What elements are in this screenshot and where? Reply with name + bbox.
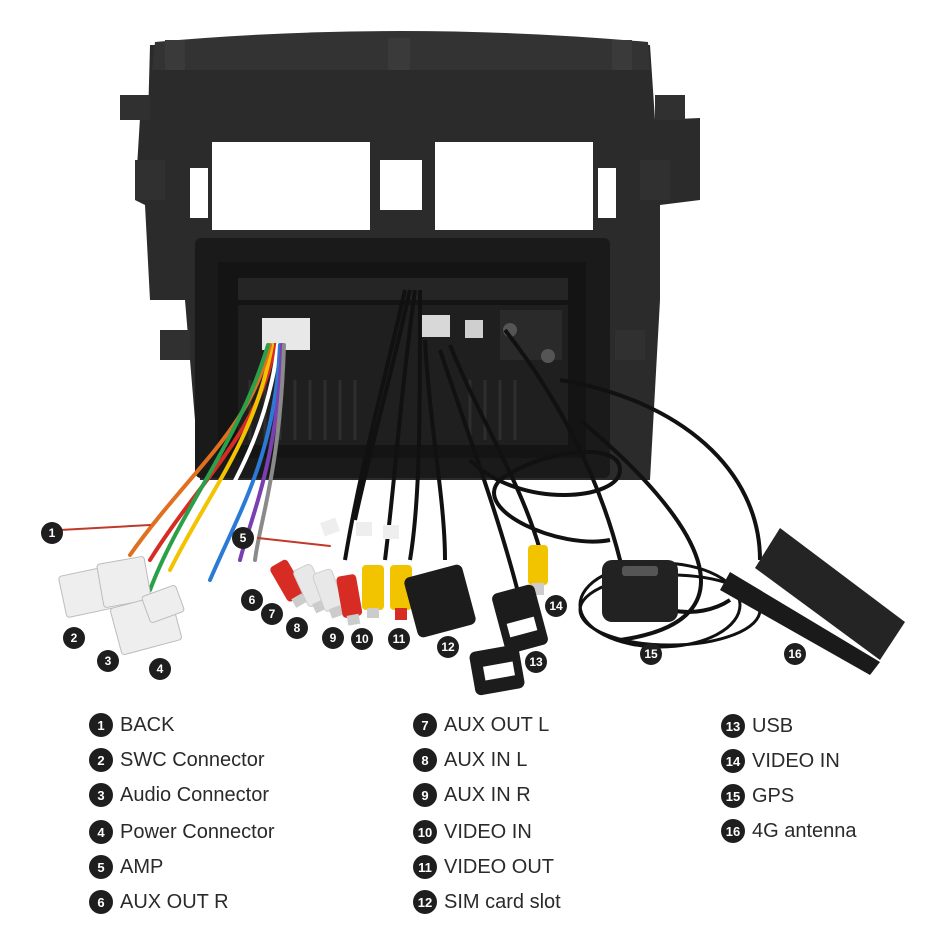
harness-connectors bbox=[58, 556, 185, 656]
callout-badge: 4 bbox=[149, 658, 171, 680]
callout-badge: 9 bbox=[322, 627, 344, 649]
legend-item: 12 SIM card slot bbox=[413, 888, 561, 916]
legend-number-badge: 9 bbox=[413, 783, 437, 807]
legend-item: 8 AUX IN L bbox=[413, 746, 527, 774]
callout-badge: 12 bbox=[437, 636, 459, 658]
legend-number-badge: 6 bbox=[89, 890, 113, 914]
callout-badge: 2 bbox=[63, 627, 85, 649]
legend-number-badge: 8 bbox=[413, 748, 437, 772]
callout-badge: 13 bbox=[525, 651, 547, 673]
callout-badge: 10 bbox=[351, 628, 373, 650]
legend-label: USB bbox=[752, 714, 794, 737]
legend-label: SWC Connector bbox=[120, 748, 265, 771]
legend-item: 16 4G antenna bbox=[721, 817, 857, 845]
head-unit-back bbox=[195, 238, 610, 478]
legend-item: 15 GPS bbox=[721, 782, 794, 810]
legend-label: VIDEO IN bbox=[752, 749, 840, 772]
legend-item: 7 AUX OUT L bbox=[413, 711, 549, 739]
rca-plugs bbox=[270, 517, 548, 626]
legend-number-badge: 12 bbox=[413, 890, 437, 914]
legend-item: 6 AUX OUT R bbox=[89, 888, 229, 916]
legend-label: Audio Connector bbox=[120, 783, 269, 806]
callout-badge: 6 bbox=[241, 589, 263, 611]
legend-label: SIM card slot bbox=[444, 890, 561, 913]
callout-badge: 5 bbox=[232, 527, 254, 549]
legend-item: 3 Audio Connector bbox=[89, 781, 269, 809]
legend-number-badge: 5 bbox=[89, 855, 113, 879]
4g-antenna bbox=[720, 528, 905, 675]
callout-badge: 7 bbox=[261, 603, 283, 625]
gps-antenna bbox=[578, 560, 762, 649]
callout-badge: 3 bbox=[97, 650, 119, 672]
callout-badge: 1 bbox=[41, 522, 63, 544]
legend-item: 10 VIDEO IN bbox=[413, 818, 532, 846]
legend-number-badge: 15 bbox=[721, 784, 745, 808]
legend-number-badge: 1 bbox=[89, 713, 113, 737]
legend-label: VIDEO OUT bbox=[444, 855, 555, 878]
wire-harness bbox=[59, 343, 331, 592]
legend-label: Power Connector bbox=[120, 820, 275, 843]
legend-label: 4G antenna bbox=[752, 819, 857, 842]
cable-bundle bbox=[343, 289, 762, 642]
legend-label: VIDEO IN bbox=[444, 820, 532, 843]
legend-label: AUX IN R bbox=[444, 783, 531, 806]
legend-number-badge: 16 bbox=[721, 819, 745, 843]
callout-badge: 11 bbox=[388, 628, 410, 650]
legend-item: 5 AMP bbox=[89, 853, 163, 881]
legend-item: 1 BACK bbox=[89, 711, 174, 739]
legend-number-badge: 2 bbox=[89, 748, 113, 772]
legend-item: 4 Power Connector bbox=[89, 818, 275, 846]
callout-badge: 16 bbox=[784, 643, 806, 665]
legend-label: GPS bbox=[752, 784, 795, 807]
legend-item: 11 VIDEO OUT bbox=[413, 853, 554, 881]
legend-item: 13 USB bbox=[721, 712, 793, 740]
product-photo bbox=[58, 31, 905, 696]
callout-badge: 15 bbox=[640, 643, 662, 665]
legend-item: 2 SWC Connector bbox=[89, 746, 265, 774]
legend-label: BACK bbox=[120, 713, 175, 736]
legend-number-badge: 10 bbox=[413, 820, 437, 844]
legend-number-badge: 3 bbox=[89, 783, 113, 807]
legend-label: AUX OUT L bbox=[444, 713, 550, 736]
legend-number-badge: 7 bbox=[413, 713, 437, 737]
legend-number-badge: 11 bbox=[413, 855, 437, 879]
sim-and-usb bbox=[404, 564, 548, 696]
legend-item: 9 AUX IN R bbox=[413, 781, 531, 809]
legend-number-badge: 4 bbox=[89, 820, 113, 844]
callout-badge: 14 bbox=[545, 595, 567, 617]
callout-badge: 8 bbox=[286, 617, 308, 639]
legend-label: AUX OUT R bbox=[120, 890, 229, 913]
legend-number-badge: 13 bbox=[721, 714, 745, 738]
legend-label: AUX IN L bbox=[444, 748, 528, 771]
legend-item: 14 VIDEO IN bbox=[721, 747, 840, 775]
legend-label: AMP bbox=[120, 855, 164, 878]
legend-number-badge: 14 bbox=[721, 749, 745, 773]
